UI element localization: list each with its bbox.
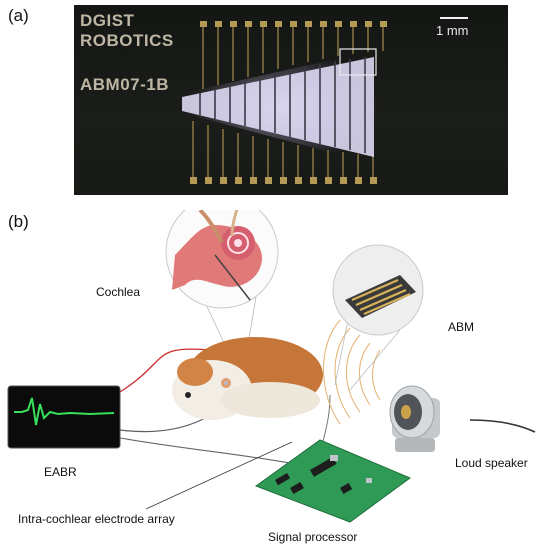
top-traces [202,27,384,89]
cochlea-inset [165,210,279,346]
bottom-contact-pads [190,177,377,184]
electrode-array-pointer [145,441,293,510]
panel-a-label: (a) [8,6,29,25]
abm-device-photo [182,17,468,184]
bottom-traces [192,121,374,177]
signal-processor-label: Signal processor [268,530,358,544]
ground-wire [119,437,301,466]
experiment-setup-illustration [7,210,536,523]
zoom-box [339,48,377,76]
sound-waves [323,319,381,425]
cochlea-label: Cochlea [96,285,141,299]
loud-speaker-label: Loud speaker [455,456,528,470]
panel-b-label: (b) [8,212,29,231]
signal-processor-board [254,439,412,523]
electrode-ladder [199,57,366,153]
eabr-monitor [7,385,121,449]
device-id: ABM07-1B [80,75,170,94]
basilar-membrane [182,57,374,157]
brand-line-1: DGIST [80,11,135,30]
electrode-array-label: Intra-cochlear electrode array [18,512,175,526]
top-contact-pads [200,21,387,27]
eabr-waveform [14,397,115,426]
guinea-pig [172,337,323,420]
speaker [389,385,440,452]
brand-line-2: ROBOTICS [80,31,174,50]
speaker-cable [469,419,536,433]
microscope-photo: DGIST ROBOTICS ABM07-1B 1 mm [74,5,508,195]
eabr-label: EABR [44,465,77,479]
red-wire [119,348,211,393]
abm-label: ABM [448,320,475,334]
abm-inset [332,244,424,391]
scale-bar-label: 1 mm [436,23,469,38]
